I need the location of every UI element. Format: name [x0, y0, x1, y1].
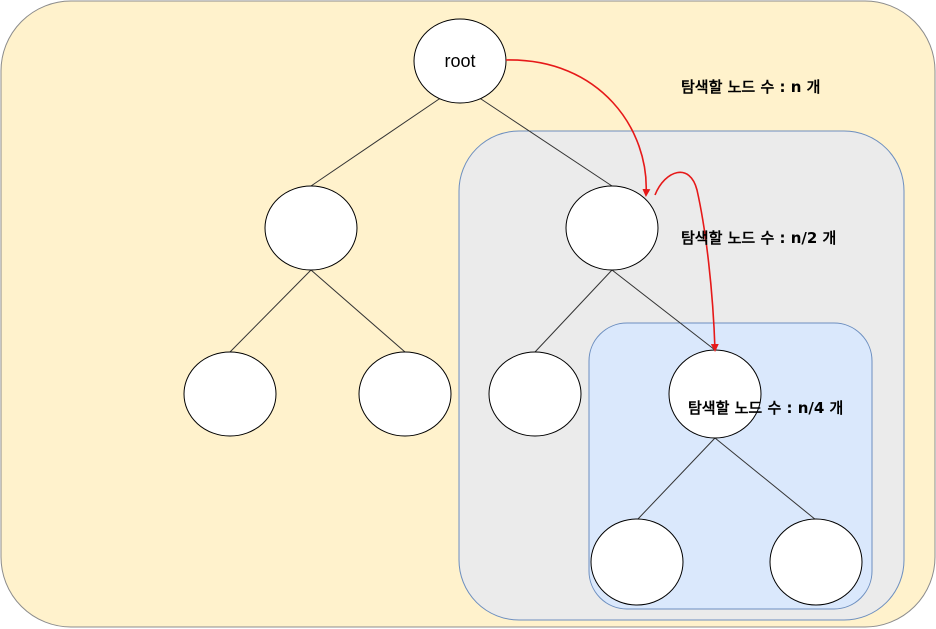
edge-root-left [310, 94, 446, 187]
edge-root-right [474, 94, 613, 187]
root-label: root [444, 51, 475, 71]
region-label-n: 탐색할 노드 수 : n 개 [681, 78, 820, 96]
node-right-right [668, 349, 762, 439]
tree-edges [229, 94, 817, 521]
region-label-n-quarter: 탐색할 노드 수 : n/4 개 [688, 399, 843, 417]
tree-nodes [183, 18, 863, 606]
edge-rr-left [636, 437, 716, 521]
edge-left-leftleaf [229, 269, 312, 353]
node-rr-left [590, 518, 684, 606]
search-arrow-right-to-rightright [654, 171, 719, 352]
node-left-right [358, 351, 452, 437]
edge-rr-right [714, 437, 817, 521]
node-left-left [183, 351, 277, 437]
node-root [413, 18, 507, 104]
edge-right-leftleaf [534, 269, 613, 353]
region-label-n-half: 탐색할 노드 수 : n/2 개 [681, 229, 836, 247]
node-rr-right [769, 518, 863, 606]
node-right [565, 185, 659, 271]
node-left [264, 185, 358, 271]
search-arrow-root-to-right [505, 59, 651, 197]
edge-left-rightleaf [310, 269, 406, 353]
node-right-left [488, 351, 582, 437]
edge-right-right [611, 269, 716, 351]
